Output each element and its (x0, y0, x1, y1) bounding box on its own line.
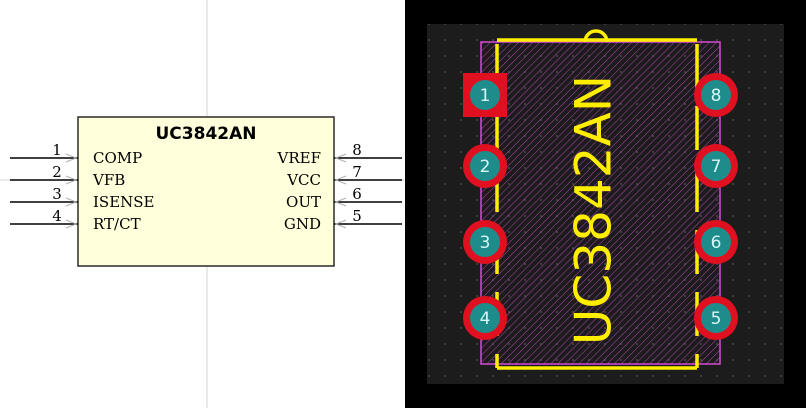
pin-name-6: OUT (286, 193, 321, 211)
pin-arrow-3 (65, 197, 78, 207)
pad-group: 1 2 3 4 8 7 6 5 (463, 73, 738, 340)
pin-name-2: VFB (92, 171, 125, 189)
pin-name-3: ISENSE (93, 193, 155, 211)
pin-name-5: GND (284, 215, 321, 233)
pin-number-6: 6 (352, 185, 362, 203)
pin-number-1: 1 (52, 141, 62, 159)
pad-8[interactable]: 8 (694, 73, 738, 117)
pin-arrow-1 (65, 153, 78, 163)
pin-name-1: COMP (93, 149, 142, 167)
pin-arrow-7 (334, 175, 347, 185)
pcb-footprint-view: UC3842AN 1 2 3 4 8 7 6 5 (405, 0, 806, 408)
pad-2[interactable]: 2 (463, 144, 507, 188)
pad-drill-hole (701, 303, 731, 333)
pin-name-8: VREF (277, 149, 321, 167)
pad-number: 5 (711, 309, 722, 329)
pad-number: 3 (480, 233, 491, 253)
component-part-name: UC3842AN (156, 124, 257, 144)
pin-number-3: 3 (52, 185, 62, 203)
pin-number-4: 4 (52, 207, 62, 225)
pad-number: 1 (480, 86, 491, 106)
component-body[interactable] (77, 116, 335, 267)
pad-5[interactable]: 5 (694, 296, 738, 340)
pin-number-5: 5 (352, 207, 362, 225)
pin-number-2: 2 (52, 163, 62, 181)
pad-drill-hole (701, 227, 731, 257)
pin-arrow-2 (65, 175, 78, 185)
pad-1[interactable]: 1 (463, 73, 507, 117)
silkscreen-part-name: UC3842AN (565, 75, 623, 345)
pin-number-7: 7 (352, 163, 362, 181)
left-pin-group: 1 COMP 2 VFB 3 ISENSE 4 RT/CT (10, 141, 155, 233)
pin-name-4: RT/CT (93, 215, 141, 233)
pin-arrow-8 (334, 153, 347, 163)
pad-number: 8 (711, 86, 722, 106)
pad-drill-hole (470, 80, 500, 110)
pad-drill-hole (701, 80, 731, 110)
pin1-notch-marker (583, 29, 609, 43)
pin-arrow-6 (334, 197, 347, 207)
pad-number: 2 (480, 157, 491, 177)
pad-drill-hole (701, 151, 731, 181)
right-pin-group: 8 VREF 7 VCC 6 OUT 5 GND (277, 141, 402, 233)
schematic-view: UC3842AN 1 COMP 2 VFB 3 ISENSE 4 RT/CT 8 VREF 7 VC… (0, 0, 405, 408)
pin-name-7: VCC (286, 171, 321, 189)
pad-6[interactable]: 6 (694, 220, 738, 264)
pad-7[interactable]: 7 (694, 144, 738, 188)
pad-number: 6 (711, 233, 722, 253)
pad-number: 7 (711, 157, 722, 177)
pad-drill-hole (470, 227, 500, 257)
courtyard-outline (480, 41, 721, 365)
pad-3[interactable]: 3 (463, 220, 507, 264)
pin-number-8: 8 (352, 141, 362, 159)
pad-4[interactable]: 4 (463, 296, 507, 340)
pin-arrow-4 (65, 219, 78, 229)
pin-arrow-5 (334, 219, 347, 229)
pad-drill-hole (470, 151, 500, 181)
pad-number: 4 (480, 309, 491, 329)
pad-drill-hole (470, 303, 500, 333)
